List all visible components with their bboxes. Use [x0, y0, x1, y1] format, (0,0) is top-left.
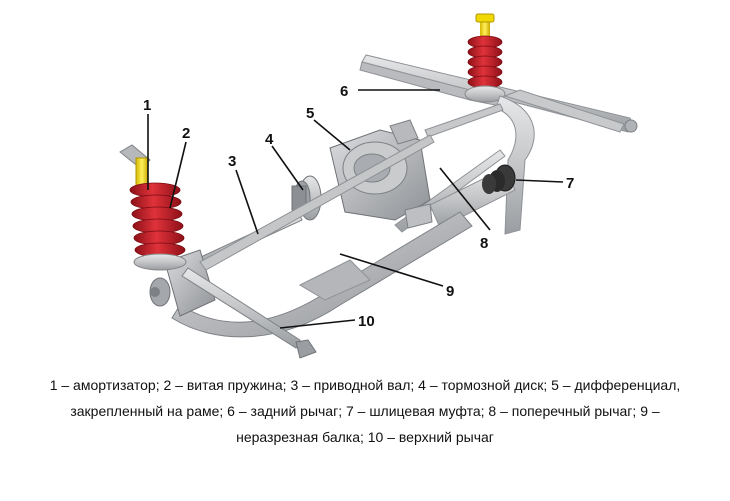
callout-5: 5 — [306, 105, 314, 122]
right-spring-damper — [464, 13, 506, 103]
callout-4: 4 — [265, 131, 274, 148]
callout-10: 10 — [358, 313, 375, 330]
callout-6: 6 — [340, 83, 348, 100]
callout-8: 8 — [480, 235, 488, 252]
upper-arm — [181, 134, 435, 359]
left-spring-damper — [119, 144, 187, 271]
leader-lines — [147, 89, 564, 329]
rear-beam — [495, 89, 625, 235]
rigid-beam — [171, 211, 473, 338]
legend-line-1: 1 – амортизатор; 2 – витая пружина; 3 – … — [49, 377, 681, 393]
callout-9: 9 — [446, 283, 454, 300]
callout-3: 3 — [228, 153, 236, 170]
suspension-illustration: 1 2 3 4 5 6 7 8 9 10 — [119, 13, 638, 359]
legend-caption: 1 – амортизатор; 2 – витая пружина; 3 – … — [0, 372, 730, 450]
legend-line-2: закрепленный на раме; 6 – задний рычаг; … — [70, 403, 660, 419]
legend-line-3: неразрезная балка; 10 – верхний рычаг — [236, 429, 494, 445]
callout-7: 7 — [566, 175, 574, 192]
callout-1: 1 — [143, 97, 151, 114]
callout-2: 2 — [182, 125, 190, 142]
differential — [329, 119, 433, 229]
spline-coupling — [429, 164, 516, 229]
